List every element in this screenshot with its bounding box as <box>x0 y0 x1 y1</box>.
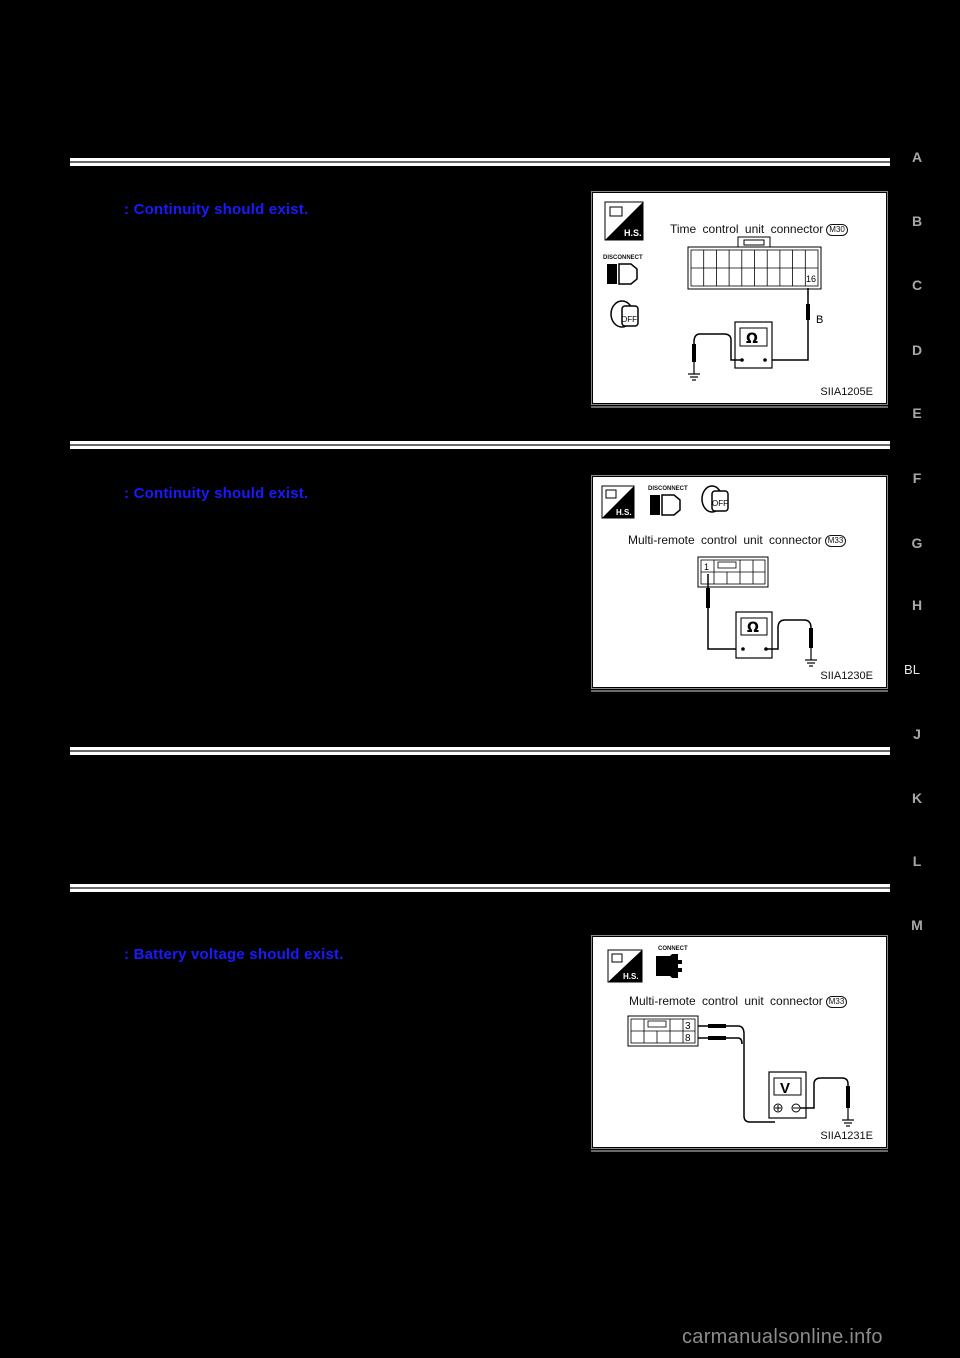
index-tab-b[interactable]: B <box>911 213 923 229</box>
svg-text:Ω: Ω <box>746 331 758 347</box>
index-tab-f[interactable]: F <box>912 470 922 486</box>
figure-code: SIIA1231E <box>820 1130 873 1142</box>
figure-code: SIIA1230E <box>820 670 873 682</box>
svg-text:H.S.: H.S. <box>623 972 639 981</box>
index-tab-bl[interactable]: BL <box>904 662 920 677</box>
wiring-diagram: H.S. DISCONNECT OFF <box>603 201 823 381</box>
ohmmeter-icon: Ω <box>735 611 773 659</box>
svg-text:V: V <box>780 1080 790 1097</box>
ignition-off-icon: OFF <box>610 300 639 328</box>
svg-text:16: 16 <box>806 274 816 284</box>
connector-m33: 1 <box>697 556 769 588</box>
spec-continuity-1: : Continuity should exist. <box>124 201 309 218</box>
disconnect-icon: DISCONNECT <box>648 486 688 516</box>
connector-m30: 16 <box>687 236 822 290</box>
index-tab-d[interactable]: D <box>911 342 923 358</box>
figure-multi-remote-continuity: H.S. DISCONNECT OFF 1 <box>591 475 888 692</box>
connector-badge: M33 <box>824 535 847 547</box>
svg-text:H.S.: H.S. <box>616 508 632 517</box>
section-divider <box>70 158 890 166</box>
figure-time-control-unit: H.S. DISCONNECT OFF <box>591 191 888 408</box>
wiring-diagram: H.S. DISCONNECT OFF 1 <box>601 485 817 667</box>
index-tab-k[interactable]: K <box>911 790 923 806</box>
connector-m33: 3 8 <box>627 1015 699 1047</box>
svg-text:8: 8 <box>685 1033 691 1044</box>
hs-icon: H.S. <box>607 949 643 983</box>
connector-badge: M30 <box>826 224 848 236</box>
wiring-diagram: H.S. CONNECT 3 8 V <box>607 946 854 1127</box>
section-divider <box>70 441 890 449</box>
ground-icon <box>688 362 700 381</box>
spec-continuity-2: : Continuity should exist. <box>124 485 309 502</box>
index-tab-c[interactable]: C <box>911 277 923 293</box>
svg-text:OFF: OFF <box>712 499 728 508</box>
index-tab-m[interactable]: M <box>911 917 923 933</box>
index-tab-l[interactable]: L <box>912 853 922 869</box>
ohmmeter-icon: Ω <box>734 321 773 369</box>
index-tab-j[interactable]: J <box>913 726 921 742</box>
section-index-tabs: A B C D E F G H BL J K L M <box>890 0 960 1000</box>
svg-text:B: B <box>816 314 823 326</box>
hs-icon: H.S. <box>604 201 644 241</box>
index-tab-g[interactable]: G <box>911 535 923 551</box>
svg-text:3: 3 <box>685 1021 691 1032</box>
figure-multi-remote-voltage: H.S. CONNECT 3 8 V <box>591 935 888 1152</box>
connect-icon: CONNECT <box>656 946 688 978</box>
index-tab-a[interactable]: A <box>911 149 923 165</box>
connector-badge: M33 <box>825 996 848 1008</box>
ground-icon <box>805 648 817 667</box>
svg-text:CONNECT: CONNECT <box>658 946 688 952</box>
ignition-off-icon: OFF <box>701 485 729 513</box>
figure-code: SIIA1205E <box>820 386 873 398</box>
disconnect-icon: DISCONNECT <box>603 255 643 285</box>
svg-text:OFF: OFF <box>621 315 637 324</box>
svg-text:Ω: Ω <box>747 620 759 636</box>
voltmeter-icon: V <box>768 1071 807 1119</box>
section-divider <box>70 747 890 755</box>
section-divider <box>70 884 890 892</box>
svg-text:H.S.: H.S. <box>624 228 642 238</box>
watermark: carmanualsonline.info <box>682 1326 883 1348</box>
index-tab-h[interactable]: H <box>911 597 923 613</box>
svg-text:DISCONNECT: DISCONNECT <box>603 255 643 261</box>
spec-battery-voltage: : Battery voltage should exist. <box>124 946 344 963</box>
svg-text:DISCONNECT: DISCONNECT <box>648 486 688 492</box>
index-tab-e[interactable]: E <box>912 405 922 421</box>
hs-icon: H.S. <box>601 485 635 519</box>
svg-text:1: 1 <box>704 562 709 572</box>
ground-icon <box>842 1108 854 1127</box>
